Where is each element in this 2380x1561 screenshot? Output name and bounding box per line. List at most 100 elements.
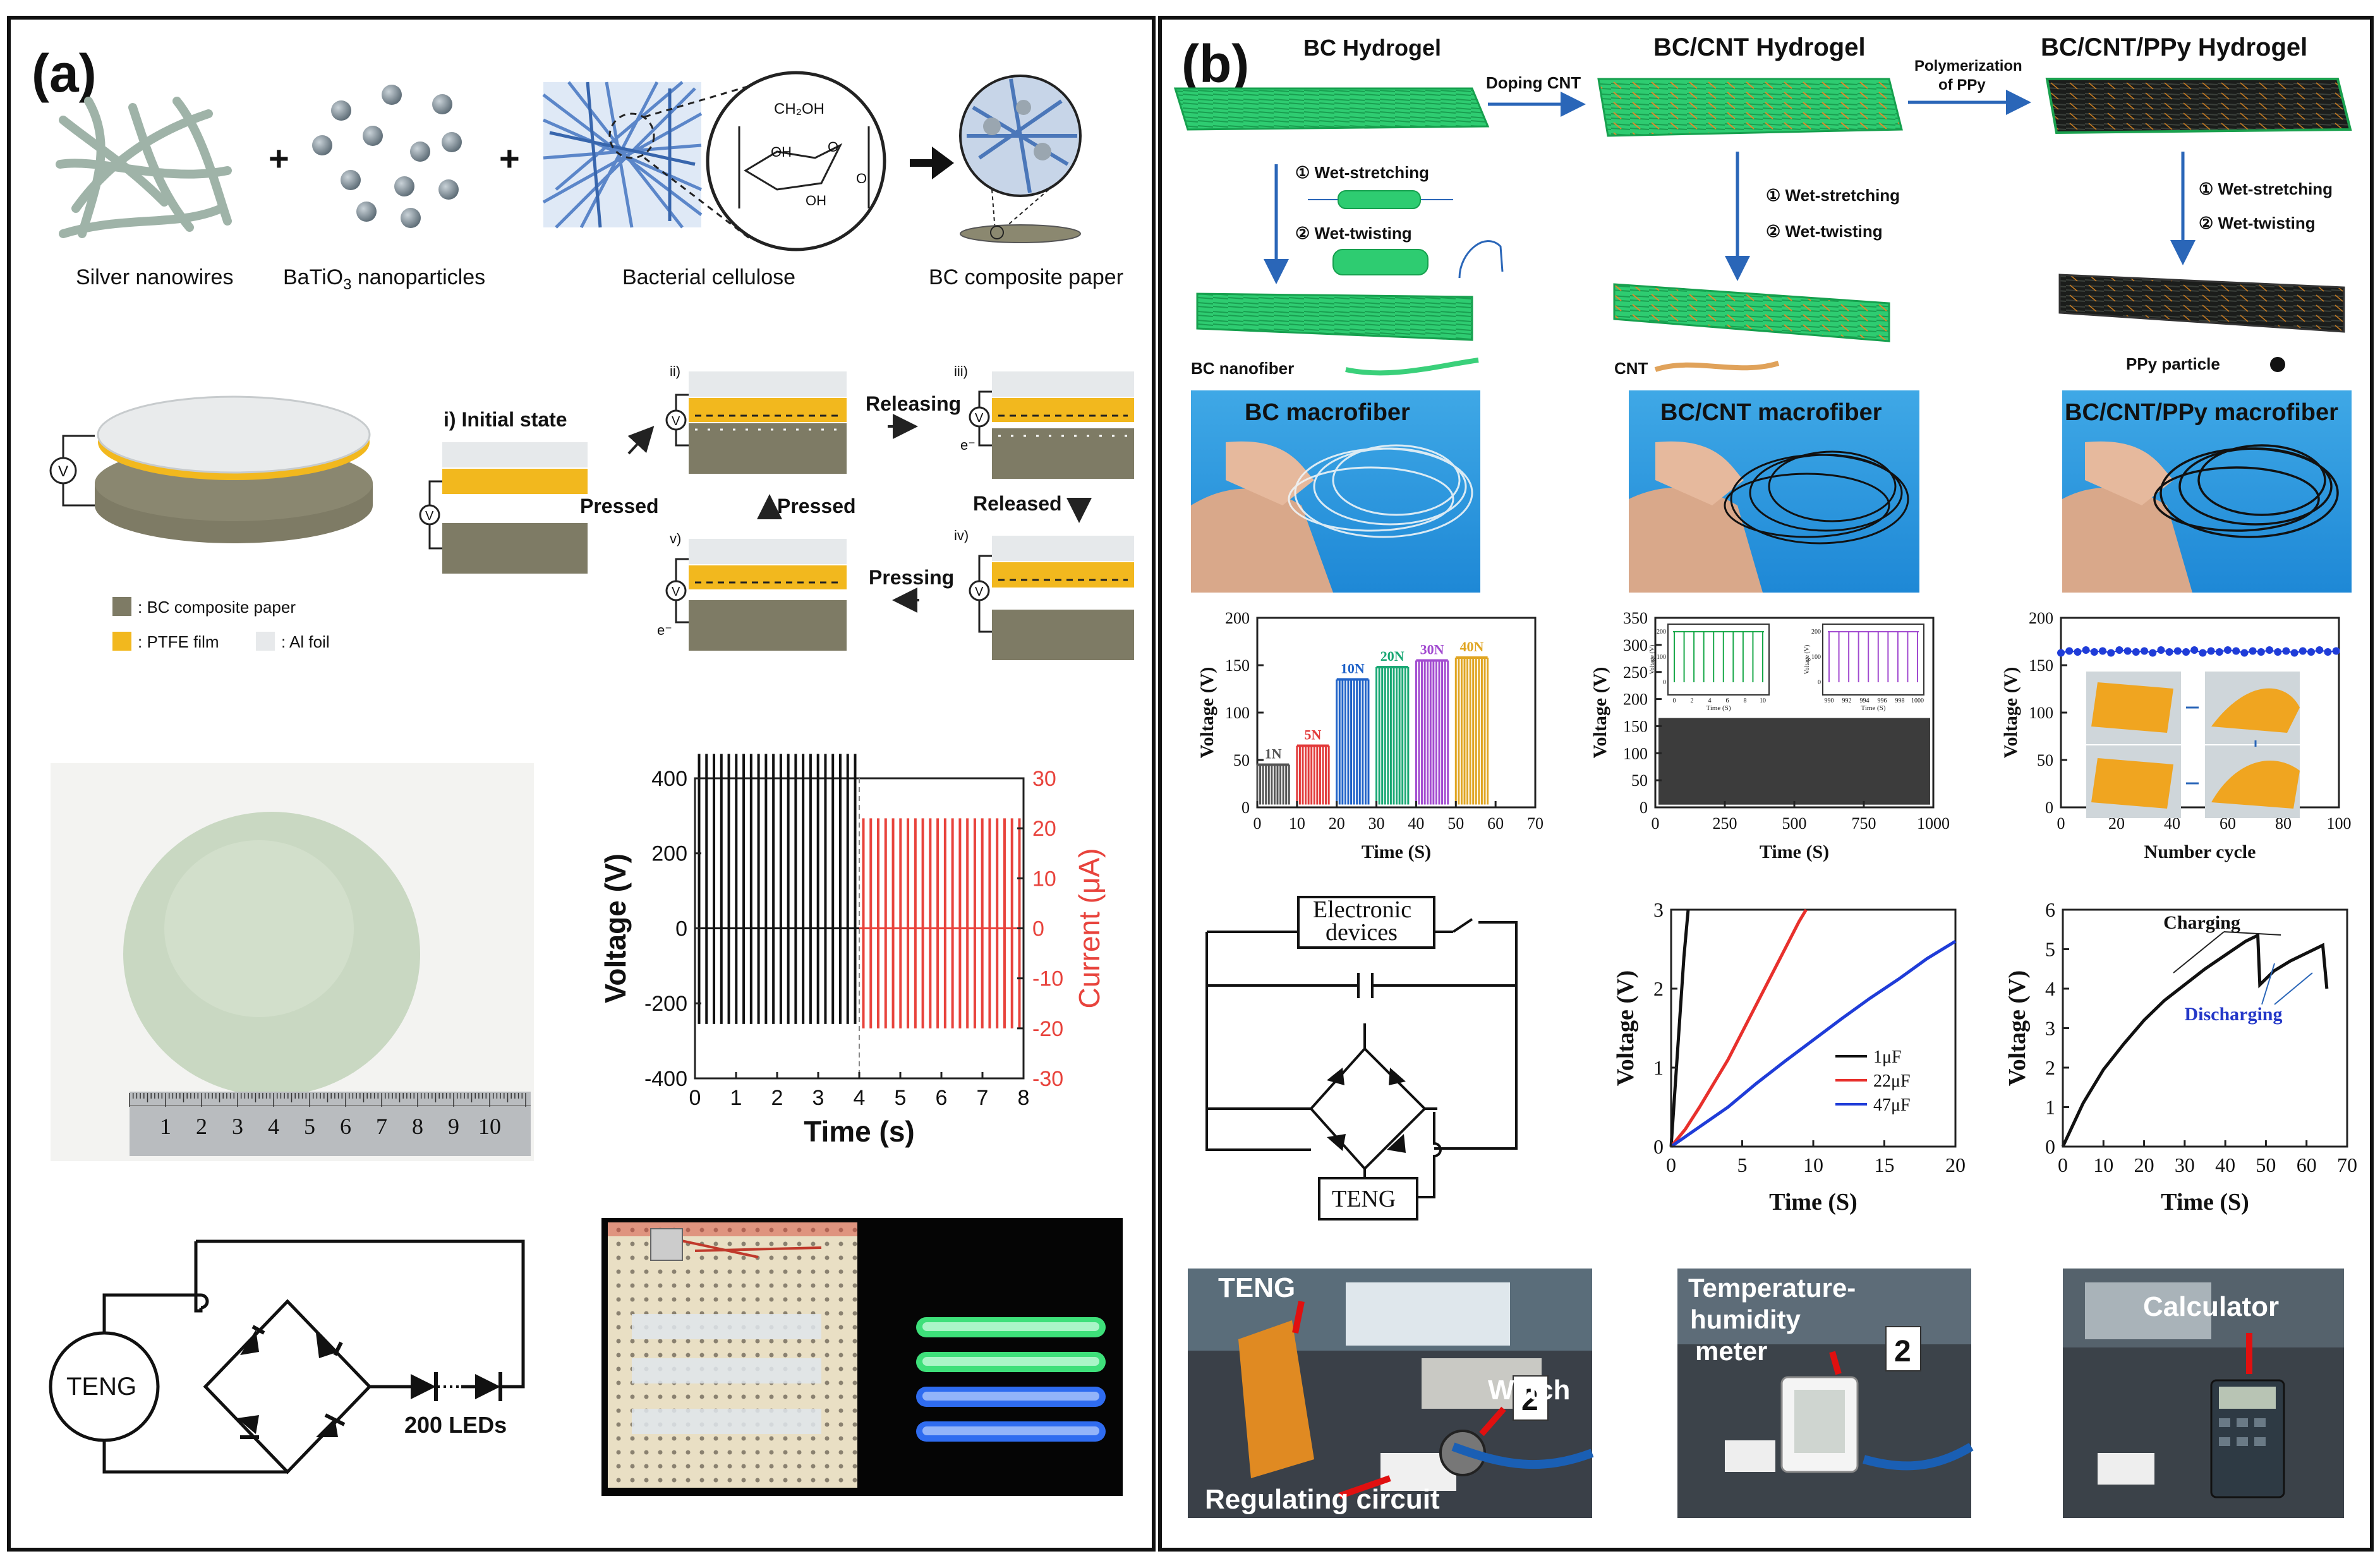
y2-tick-label: -10 xyxy=(1032,967,1063,991)
cnt-label: CNT xyxy=(1614,359,1648,378)
bc-nanofiber-label: BC nanofiber xyxy=(1191,359,1294,378)
x-tick-label: 5 xyxy=(1737,1154,1748,1176)
ruler-number: 2 xyxy=(196,1114,207,1139)
svg-text:CH₂OH: CH₂OH xyxy=(774,100,825,118)
inset-x-tick-label: 998 xyxy=(1895,697,1905,704)
bc-nanofiber-icon xyxy=(1345,358,1479,376)
inset-x-tick-label: 992 xyxy=(1842,697,1852,704)
panel-a-border xyxy=(7,16,1156,1552)
bc-cnt-ppy-hydrogel-illustration xyxy=(2045,78,2352,135)
bacterial-cellulose-label: Bacterial cellulose xyxy=(622,265,795,289)
bc-twisted-fiber xyxy=(1196,292,1473,341)
y-tick-label: 50 xyxy=(1233,751,1250,769)
wet-stretching-label-3: ① Wet-stretching xyxy=(2199,179,2333,198)
x-tick-label: 40 xyxy=(1408,814,1424,833)
y-tick-label: 200 xyxy=(2029,609,2053,627)
ruler-number: 4 xyxy=(268,1114,279,1139)
calculator-photo xyxy=(2063,1269,2344,1518)
pressed-label-1: Pressed xyxy=(580,495,659,517)
plus-sign-2: + xyxy=(499,138,520,178)
bc-cnt-ppy-macrofiber-photo xyxy=(2062,390,2352,593)
ppy-particle-label: PPy particle xyxy=(2126,354,2220,373)
bc-macrofiber-label: BC macrofiber xyxy=(1245,399,1410,426)
hydrogel-title-2: BC/CNT Hydrogel xyxy=(1653,33,1866,61)
y2-tick-label: -30 xyxy=(1032,1067,1063,1091)
bc-cnt-macrofiber-label: BC/CNT macrofiber xyxy=(1660,399,1882,426)
inset-y-tick-label: 100 xyxy=(1657,654,1666,661)
y-axis-label: Voltage (V) xyxy=(599,853,632,1003)
x-axis-label: Time (S) xyxy=(1769,1189,1857,1215)
y-tick-label: 5 xyxy=(2045,938,2055,961)
y-tick-label: 0 xyxy=(2045,799,2053,817)
inset-x-tick-label: 2 xyxy=(1691,697,1694,704)
x-tick-label: 40 xyxy=(2215,1154,2235,1176)
x-tick-label: 10 xyxy=(1289,814,1305,833)
y2-tick-label: 20 xyxy=(1032,817,1056,841)
inset-x-axis-label: Time (S) xyxy=(1861,704,1885,712)
svg-text:v): v) xyxy=(670,531,681,546)
teng-label-a: TENG xyxy=(66,1373,136,1401)
batio3-nanoparticles-illustration xyxy=(312,85,462,228)
discharging-pointer xyxy=(2261,963,2313,1005)
inset-y-axis-label: Voltage (V) xyxy=(1649,645,1656,675)
inset-x-tick-label: 0 xyxy=(1673,697,1676,704)
x-tick-label: 0 xyxy=(1666,1154,1676,1176)
teng-disk-illustration: V xyxy=(49,395,373,543)
ruler-number: 1 xyxy=(160,1114,171,1139)
ruler-number: 3 xyxy=(232,1114,243,1139)
svg-text:: PTFE film: : PTFE film xyxy=(138,632,219,651)
inset-y-tick-label: 0 xyxy=(1818,679,1821,686)
svg-text:2: 2 xyxy=(1894,1335,1911,1368)
ruler-number: 7 xyxy=(376,1114,387,1139)
ruler-number: 8 xyxy=(412,1114,423,1139)
inset-x-tick-label: 4 xyxy=(1708,697,1712,704)
y2-tick-label: 10 xyxy=(1032,867,1056,891)
x-tick-label: 0 xyxy=(1652,814,1660,833)
inset-x-tick-label: 6 xyxy=(1726,697,1729,704)
bc-composite-paper-label: BC composite paper xyxy=(929,265,1123,289)
force-label: 20N xyxy=(1380,648,1404,664)
force-label: 30N xyxy=(1420,642,1444,658)
data-line xyxy=(2060,649,2336,654)
svg-text:: BC composite paper: : BC composite paper xyxy=(138,598,296,617)
y-tick-label: 200 xyxy=(1225,609,1250,627)
inset-frame xyxy=(1667,624,1770,696)
x-tick-label: 3 xyxy=(812,1086,825,1110)
legend-label: 47μF xyxy=(1873,1095,1911,1115)
y-axis-label: Voltage (V) xyxy=(1590,667,1610,759)
y-tick-label: 0 xyxy=(1640,799,1648,817)
y-tick-label: 0 xyxy=(675,917,687,941)
panel-b-border xyxy=(1158,16,2374,1552)
releasing-label: Releasing xyxy=(866,392,961,415)
y-tick-label: 150 xyxy=(1623,718,1648,736)
inset-y-tick-label: 100 xyxy=(1811,654,1821,661)
bc-paper-photo xyxy=(51,763,534,1161)
bc-composite-paper-illustration xyxy=(959,75,1082,243)
y2-axis-label: Current (μA) xyxy=(1073,848,1106,1009)
y-tick-label: -200 xyxy=(644,992,687,1016)
x-tick-label: 30 xyxy=(1368,814,1385,833)
polymerization-label-2: of PPy xyxy=(1938,76,1986,93)
material-legend: : BC composite paper : PTFE film : Al fo… xyxy=(112,597,330,651)
x-tick-label: 500 xyxy=(1782,814,1807,833)
charging-annotation: Charging xyxy=(2163,912,2240,933)
svg-text:V: V xyxy=(672,585,680,599)
y-tick-label: 100 xyxy=(2029,704,2053,722)
x-tick-label: 0 xyxy=(689,1086,701,1110)
inset-y-tick-label: 0 xyxy=(1663,679,1666,686)
hydrogel-title-3: BC/CNT/PPy Hydrogel xyxy=(2041,33,2307,61)
y-tick-label: 0 xyxy=(1653,1135,1664,1158)
diode-icons xyxy=(237,1325,502,1439)
silver-nanowires-illustration xyxy=(56,97,232,238)
wet-twisting-label-1: ② Wet-twisting xyxy=(1295,224,1412,243)
twist-fiber xyxy=(1332,249,1429,275)
x-tick-label: 70 xyxy=(2337,1154,2357,1176)
temperature-meter-photo: 2 xyxy=(1677,1269,1974,1518)
y-tick-label: 100 xyxy=(1225,704,1250,722)
svg-text:V: V xyxy=(975,411,984,425)
y-tick-label: 50 xyxy=(1631,771,1648,790)
bc-cnt-ppy-twisted-fiber xyxy=(2058,274,2345,333)
wet-twisting-label-2: ② Wet-twisting xyxy=(1766,222,1883,241)
plus-sign-1: + xyxy=(269,138,289,178)
